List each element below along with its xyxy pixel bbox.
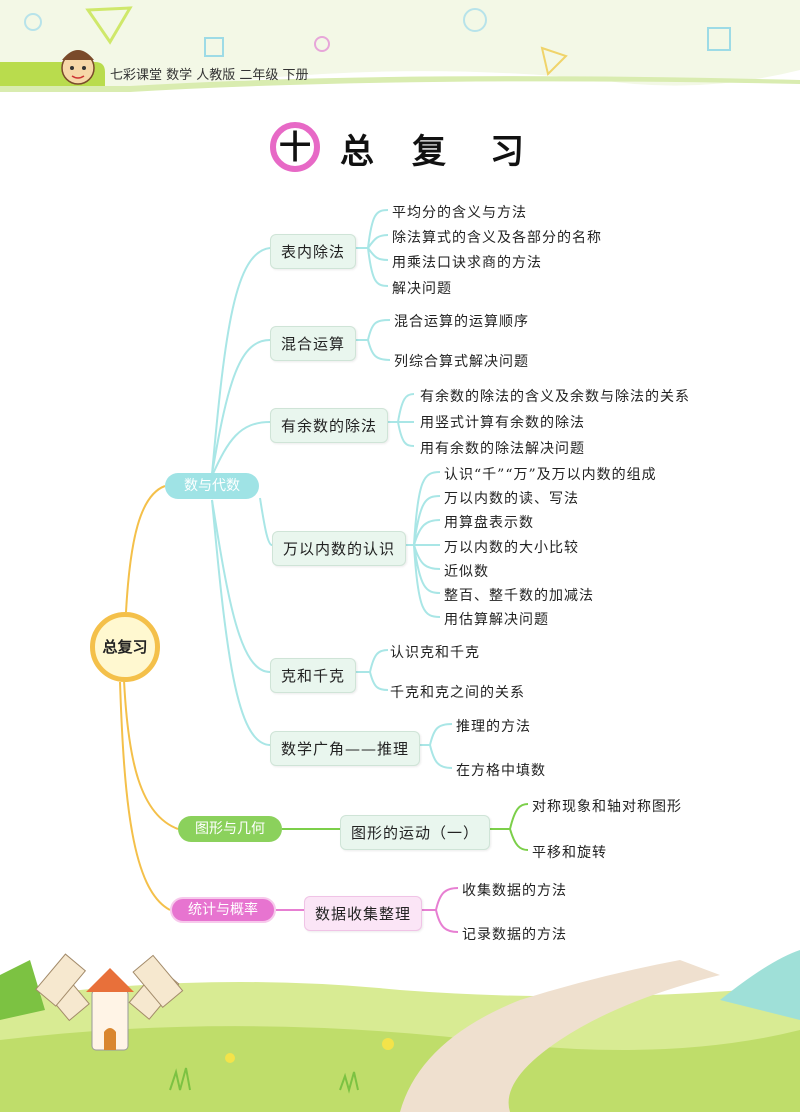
category-shape-motion: 图形的运动（一） bbox=[340, 815, 491, 850]
square-decoration bbox=[707, 27, 731, 51]
topic-item: 用算盘表示数 bbox=[444, 515, 534, 531]
chapter-number: 十 bbox=[278, 128, 311, 166]
title-char-3: 习 bbox=[490, 132, 524, 172]
topic-item: 混合运算的运算顺序 bbox=[394, 314, 529, 330]
branch-shape-geometry: 图形与几何 bbox=[178, 816, 282, 842]
topic-item: 列综合算式解决问题 bbox=[394, 354, 529, 370]
title-char-2: 复 bbox=[412, 132, 446, 172]
topic-item: 平移和旋转 bbox=[532, 845, 607, 861]
chapter-number-badge bbox=[270, 122, 320, 172]
branch-number-algebra: 数与代数 bbox=[165, 473, 259, 499]
category-table-division: 表内除法 bbox=[270, 234, 357, 269]
root-node: 总复习 bbox=[90, 612, 160, 682]
topic-item: 整百、整千数的加减法 bbox=[444, 588, 594, 604]
topic-item: 用估算解决问题 bbox=[444, 612, 549, 628]
topic-item: 用有余数的除法解决问题 bbox=[420, 441, 585, 457]
category-mixed-operations: 混合运算 bbox=[270, 326, 357, 361]
topic-item: 解决问题 bbox=[392, 281, 452, 297]
topic-item: 用乘法口诀求商的方法 bbox=[392, 255, 542, 271]
windmill-icon bbox=[35, 953, 184, 1051]
topic-item: 用竖式计算有余数的除法 bbox=[420, 415, 585, 431]
triangle-decoration bbox=[540, 46, 568, 76]
topic-item: 收集数据的方法 bbox=[462, 883, 567, 899]
mascot-icon bbox=[61, 50, 95, 85]
category-data-collection: 数据收集整理 bbox=[304, 896, 423, 931]
triangle-decoration bbox=[85, 6, 133, 45]
book-series-header: 七彩课堂 数学 人教版 二年级 下册 bbox=[110, 68, 309, 83]
branch-statistics-probability: 统计与概率 bbox=[170, 897, 276, 923]
category-reasoning: 数学广角——推理 bbox=[270, 731, 421, 766]
topic-item: 近似数 bbox=[444, 564, 489, 580]
circle-decoration bbox=[24, 13, 42, 31]
category-grams-kilograms: 克和千克 bbox=[270, 658, 357, 693]
topic-item: 有余数的除法的含义及余数与除法的关系 bbox=[420, 389, 690, 405]
topic-item: 万以内数的大小比较 bbox=[444, 540, 579, 556]
topic-item: 平均分的含义与方法 bbox=[392, 205, 527, 221]
category-numbers-within-10000: 万以内数的认识 bbox=[272, 531, 407, 566]
topic-item: 千克和克之间的关系 bbox=[390, 685, 525, 701]
topic-item: 除法算式的含义及各部分的名称 bbox=[392, 230, 602, 246]
title-char-1: 总 bbox=[340, 132, 374, 172]
topic-item: 认识克和千克 bbox=[390, 645, 480, 661]
topic-item: 在方格中填数 bbox=[456, 763, 546, 779]
square-decoration bbox=[204, 37, 224, 57]
circle-decoration bbox=[314, 36, 330, 52]
circle-decoration bbox=[463, 8, 487, 32]
topic-item: 万以内数的读、写法 bbox=[444, 491, 579, 507]
topic-item: 推理的方法 bbox=[456, 719, 531, 735]
topic-item: 认识“千”“万”及万以内数的组成 bbox=[444, 467, 657, 483]
category-division-with-remainder: 有余数的除法 bbox=[270, 408, 389, 443]
topic-item: 对称现象和轴对称图形 bbox=[532, 799, 682, 815]
topic-item: 记录数据的方法 bbox=[462, 927, 567, 943]
